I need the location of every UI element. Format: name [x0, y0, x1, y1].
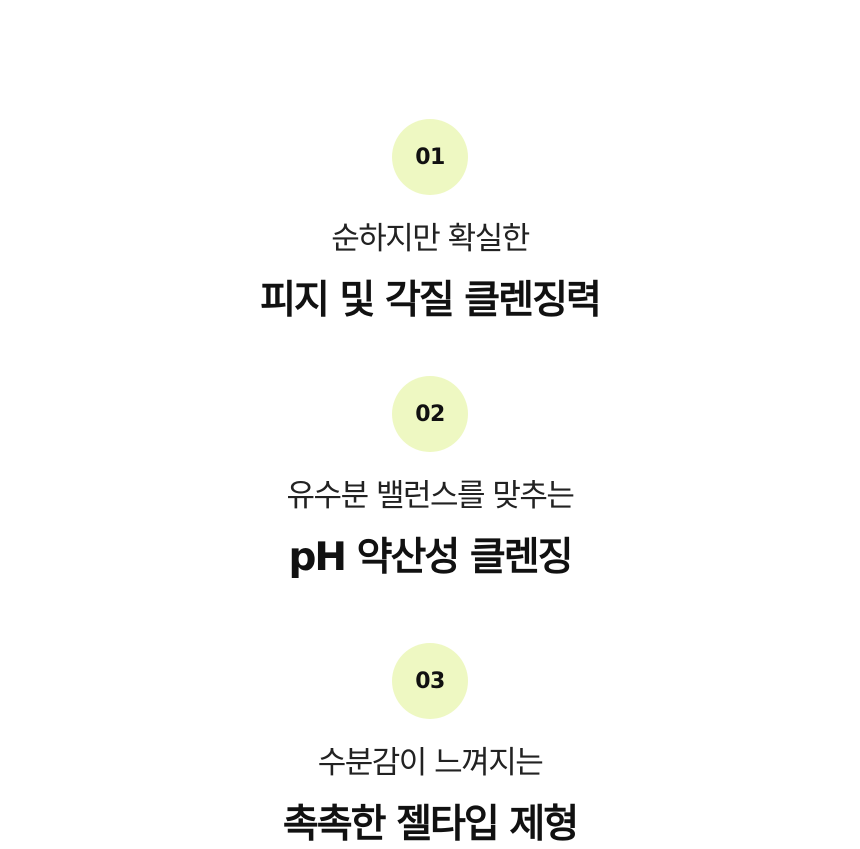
feature-title: 피지 및 각질 클렌징력	[260, 278, 602, 323]
feature-subtitle: 순하지만 확실한	[331, 221, 530, 257]
feature-3: 03 수분감이 느껴지는 촉촉한 젤타입 제형	[0, 643, 860, 849]
feature-subtitle: 수분감이 느껴지는	[317, 745, 544, 781]
feature-1: 01 순하지만 확실한 피지 및 각질 클렌징력	[0, 119, 860, 325]
feature-subtitle: 유수분 밸런스를 맞추는	[286, 478, 575, 514]
number-badge: 02	[392, 376, 468, 452]
number-badge: 03	[392, 643, 468, 719]
feature-title: 촉촉한 젤타입 제형	[282, 802, 579, 847]
number-badge: 01	[392, 119, 468, 195]
feature-title: pH 약산성 클렌징	[288, 535, 574, 580]
feature-2: 02 유수분 밸런스를 맞추는 pH 약산성 클렌징	[0, 376, 860, 582]
